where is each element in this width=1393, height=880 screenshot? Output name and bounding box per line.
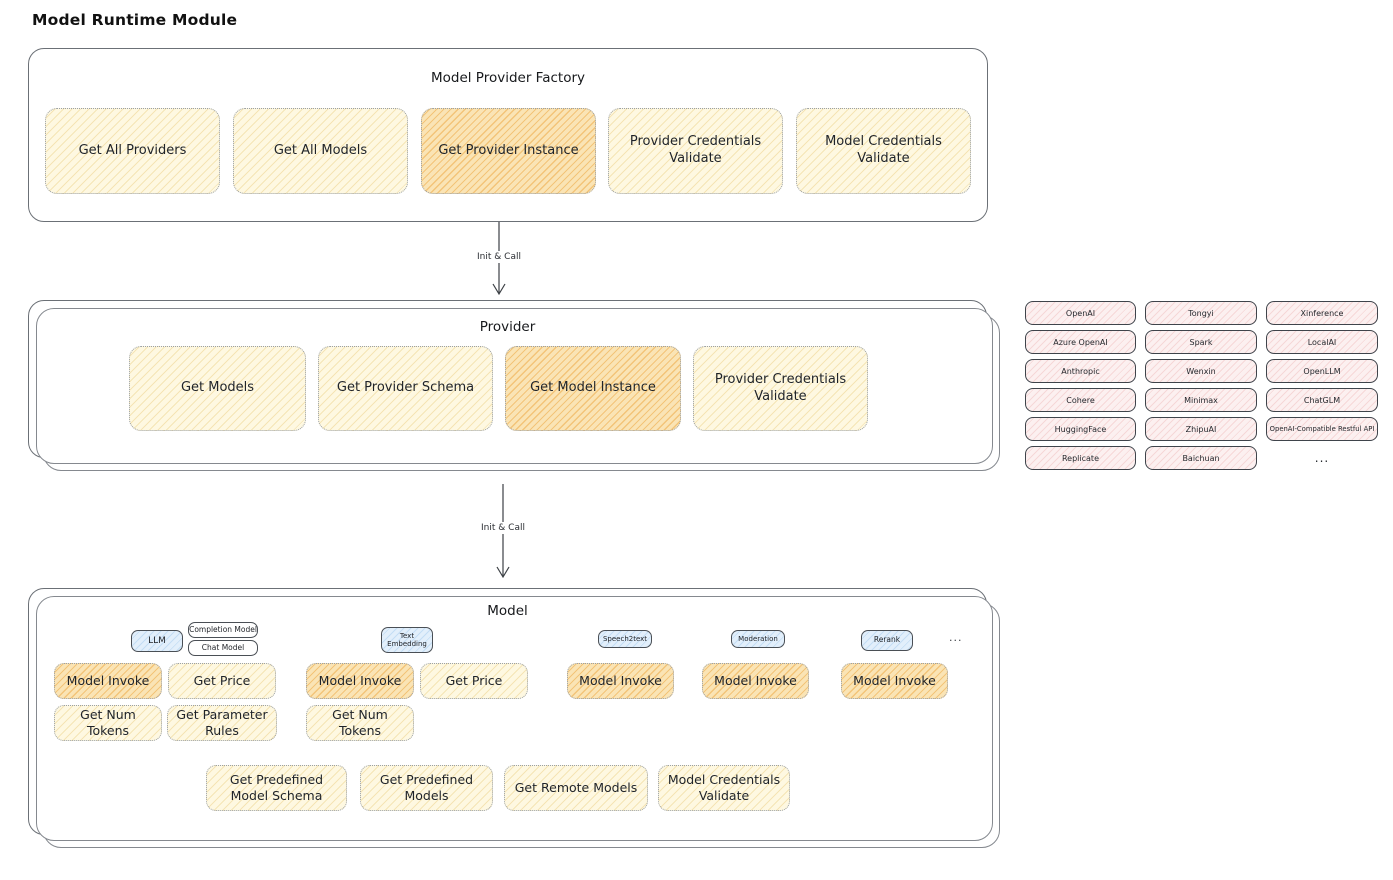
provider-item-xinference: Xinference — [1266, 301, 1378, 325]
node-get-model-instance: Get Model Instance — [505, 346, 681, 431]
node-get-num-tokens-llm: Get Num Tokens — [54, 705, 162, 741]
provider-item-chatglm: ChatGLM — [1266, 388, 1378, 412]
provider-item-tongyi: Tongyi — [1145, 301, 1257, 325]
provider-item-spark: Spark — [1145, 330, 1257, 354]
provider-item-localai: LocalAI — [1266, 330, 1378, 354]
provider-item-baichuan: Baichuan — [1145, 446, 1257, 470]
factory-title: Model Provider Factory — [430, 70, 585, 86]
provider-item-azure-openai: Azure OpenAI — [1025, 330, 1136, 354]
node-get-all-models: Get All Models — [233, 108, 408, 194]
tag-rerank: Rerank — [861, 630, 913, 651]
tag-moderation: Moderation — [731, 630, 785, 648]
provider-item-openai-compatible: OpenAI-Compatible Restful API — [1266, 417, 1378, 441]
provider-item-openllm: OpenLLM — [1266, 359, 1378, 383]
provider-item-minimax: Minimax — [1145, 388, 1257, 412]
provider-box: Provider Get Models Get Provider Schema … — [28, 300, 1000, 471]
node-model-invoke-llm: Model Invoke — [54, 663, 162, 699]
node-model-invoke-embedding: Model Invoke — [306, 663, 414, 699]
provider-title: Provider — [479, 319, 536, 335]
provider-item-huggingface: HuggingFace — [1025, 417, 1136, 441]
provider-list-grid: OpenAI Tongyi Xinference Azure OpenAI Sp… — [1025, 301, 1378, 470]
node-get-price-embedding: Get Price — [420, 663, 528, 699]
factory-box: Model Provider Factory Get All Providers… — [28, 48, 988, 222]
provider-item-replicate: Replicate — [1025, 446, 1136, 470]
node-model-invoke-moderation: Model Invoke — [702, 663, 809, 699]
tag-speech2text: Speech2text — [598, 630, 652, 648]
arrow-label-init-call-2: Init & Call — [463, 522, 543, 534]
node-get-price-llm: Get Price — [168, 663, 276, 699]
node-get-models: Get Models — [129, 346, 306, 431]
node-model-credentials-validate-2: Model Credentials Validate — [658, 765, 790, 811]
node-get-predefined-models: Get Predefined Models — [360, 765, 493, 811]
node-get-num-tokens-embedding: Get Num Tokens — [306, 705, 414, 741]
node-model-invoke-rerank: Model Invoke — [841, 663, 948, 699]
node-provider-credentials-validate-2: Provider Credentials Validate — [693, 346, 868, 431]
tag-completion-model: Completion Model — [188, 622, 258, 638]
tag-llm: LLM — [131, 630, 183, 652]
page-title: Model Runtime Module — [32, 11, 238, 29]
tag-text-embedding: Text Embedding — [381, 627, 433, 653]
provider-item-openai: OpenAI — [1025, 301, 1136, 325]
provider-item-anthropic: Anthropic — [1025, 359, 1136, 383]
node-get-provider-instance: Get Provider Instance — [421, 108, 596, 194]
node-get-provider-schema: Get Provider Schema — [318, 346, 493, 431]
tag-chat-model: Chat Model — [188, 640, 258, 656]
arrow-label-init-call-1: Init & Call — [459, 251, 539, 263]
model-box: Model LLM Completion Model Chat Model Te… — [28, 588, 1000, 848]
provider-item-more: ... — [1314, 451, 1330, 465]
node-provider-credentials-validate: Provider Credentials Validate — [608, 108, 783, 194]
node-model-invoke-speech2text: Model Invoke — [567, 663, 674, 699]
node-get-all-providers: Get All Providers — [45, 108, 220, 194]
provider-item-wenxin: Wenxin — [1145, 359, 1257, 383]
provider-item-zhipuai: ZhipuAI — [1145, 417, 1257, 441]
tag-more: ... — [949, 631, 963, 644]
node-get-predefined-model-schema: Get Predefined Model Schema — [206, 765, 347, 811]
node-get-remote-models: Get Remote Models — [504, 765, 648, 811]
node-model-credentials-validate: Model Credentials Validate — [796, 108, 971, 194]
model-title: Model — [487, 603, 528, 619]
provider-item-cohere: Cohere — [1025, 388, 1136, 412]
node-get-parameter-rules: Get Parameter Rules — [167, 705, 277, 741]
